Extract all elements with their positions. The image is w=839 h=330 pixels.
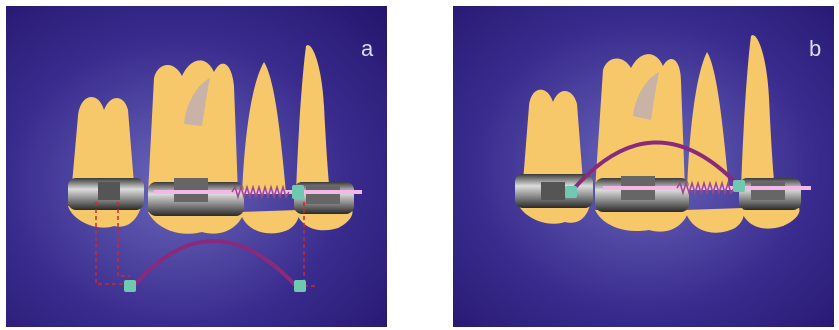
- panel-label-a: a: [361, 36, 373, 62]
- bands-group: [515, 174, 801, 212]
- molar-tooth-2: [595, 54, 685, 190]
- bracket-molar-1: [98, 182, 120, 200]
- diagram-panel-a: a: [6, 6, 387, 327]
- bracket-molar-1: [541, 182, 565, 200]
- attachment-left: [124, 280, 136, 292]
- wire-stop-attachment: [292, 185, 304, 199]
- bracket-premolar: [751, 182, 785, 200]
- panel-a-illustration: [6, 6, 387, 327]
- attachment-right: [294, 280, 306, 292]
- attachment-left: [565, 186, 577, 198]
- bracket-premolar: [306, 186, 340, 204]
- attachment-right: [733, 180, 745, 192]
- molar-tooth-1: [72, 97, 134, 184]
- diagram-panel-b: b: [453, 6, 834, 327]
- panel-label-b: b: [809, 36, 821, 62]
- panel-b-illustration: [453, 6, 834, 327]
- molar-tooth-1: [523, 90, 583, 182]
- molar-tooth-2: [148, 60, 238, 194]
